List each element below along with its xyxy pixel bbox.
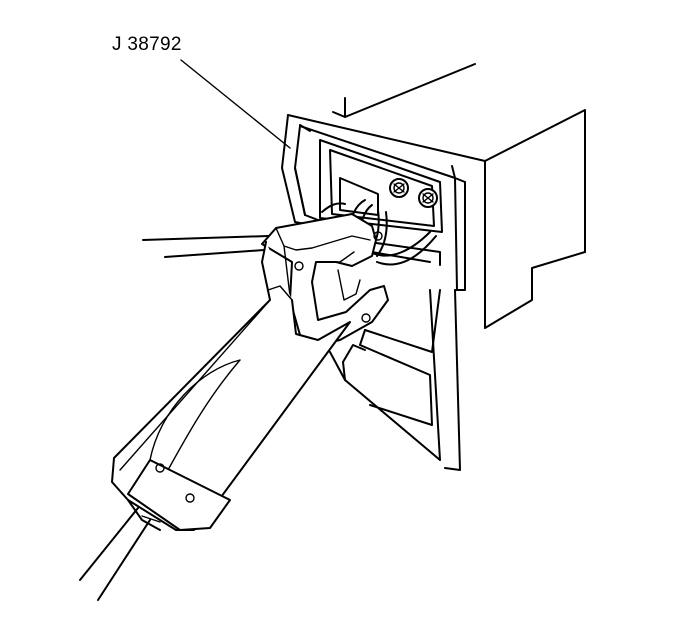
current-probe-tool — [111, 213, 389, 531]
tool-number-label: J 38792 — [112, 34, 182, 55]
terminal-screw-1 — [389, 178, 409, 198]
module-face-plate — [281, 114, 466, 291]
probe-cord — [79, 499, 161, 601]
terminal-screw-2 — [418, 188, 438, 208]
lower-panel — [329, 289, 461, 471]
measured-wire — [142, 235, 269, 258]
label-leader-line — [180, 59, 291, 149]
